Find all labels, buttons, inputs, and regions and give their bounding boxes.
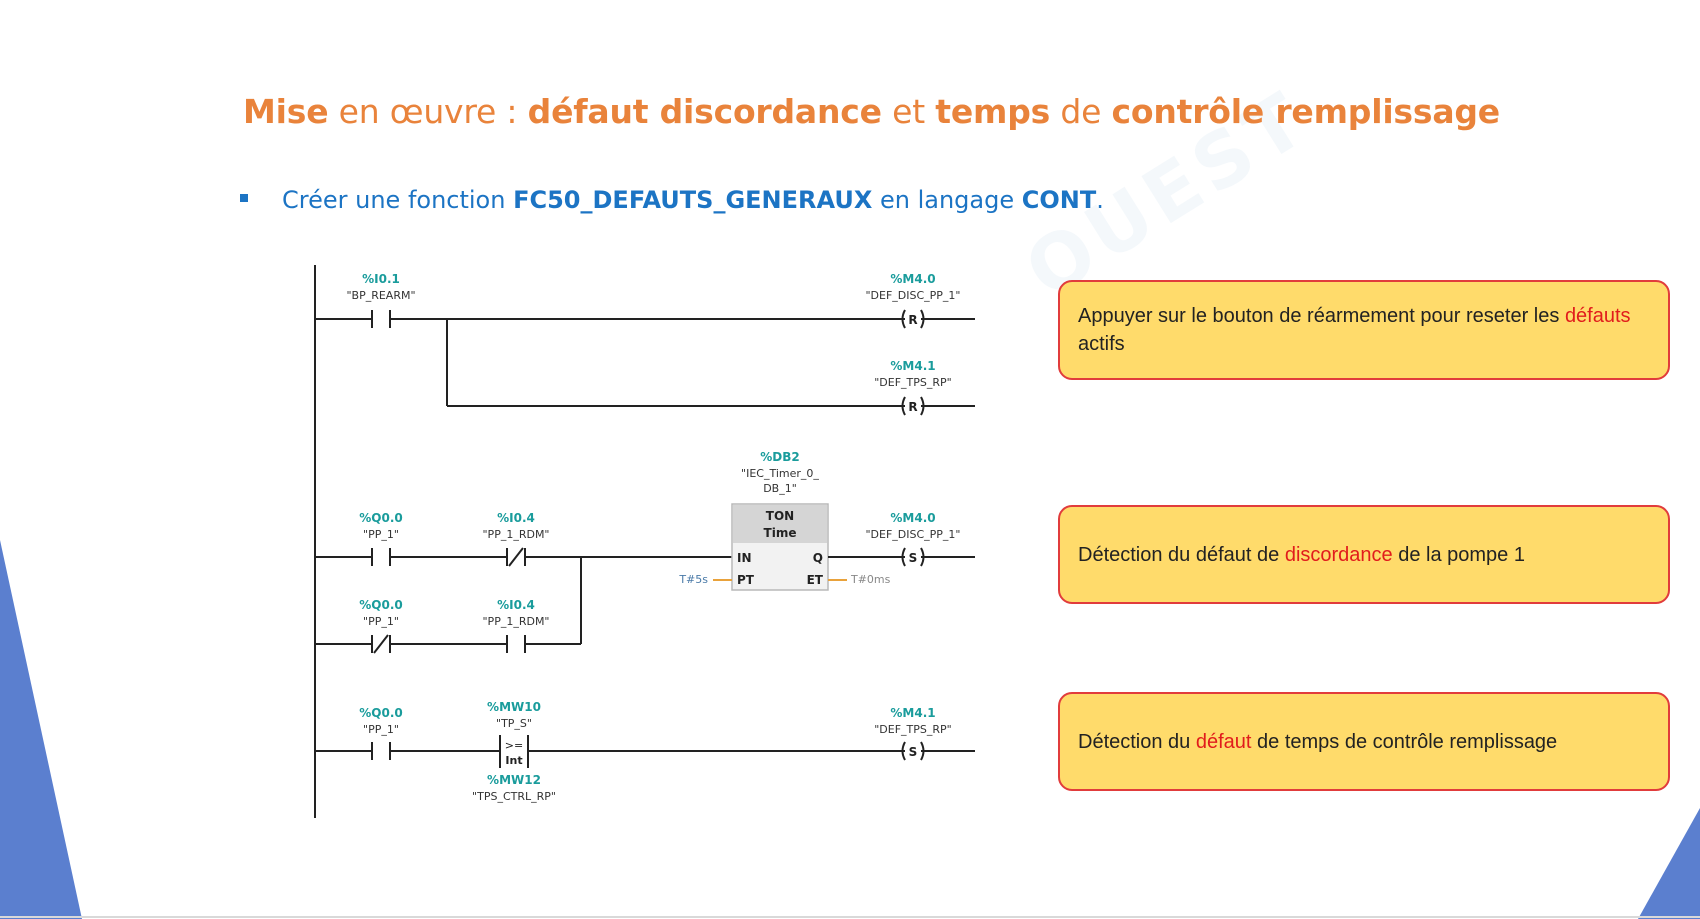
- timer-pin-et: ET: [807, 573, 824, 587]
- coil-reset-symbol: [901, 396, 906, 416]
- coil-set-symbol: [901, 547, 906, 567]
- title-part: temps: [935, 92, 1051, 131]
- network-3: %Q0.0 "PP_1" %MW10 "TP_S" >= Int %MW12 "…: [315, 700, 975, 803]
- instruction-bullet: Créer une fonction FC50_DEFAUTS_GENERAUX…: [240, 186, 1104, 214]
- contact-address: %Q0.0: [359, 706, 402, 720]
- coil-address: %M4.1: [890, 359, 935, 373]
- compare-data-type: Int: [505, 754, 522, 767]
- callout-text-post: de la pompe 1: [1392, 543, 1525, 566]
- network-2: %Q0.0 "PP_1" %I0.4 "PP_1_RDM" %Q0.0 "PP_…: [315, 450, 975, 654]
- coil-tag: "DEF_TPS_RP": [874, 723, 951, 736]
- bullet-marker: [240, 194, 248, 202]
- network-1: %I0.1 "BP_REARM" %M4.0 "DEF_DISC_PP_1" R…: [315, 272, 975, 416]
- timer-db-tag: DB_1": [763, 482, 797, 495]
- coil-address: %M4.0: [890, 511, 935, 525]
- callout-text-pre: Détection du défaut de: [1078, 543, 1285, 566]
- contact-tag: "PP_1": [363, 528, 399, 541]
- coil-type: S: [909, 745, 918, 759]
- compare-operand-address: %MW12: [487, 773, 541, 787]
- coil-tag: "DEF_TPS_RP": [874, 376, 951, 389]
- callout-reset: Appuyer sur le bouton de réarmement pour…: [1058, 280, 1670, 380]
- callout-text-post: de temps de contrôle remplissage: [1251, 730, 1558, 753]
- timer-elapsed-value: T#0ms: [850, 573, 891, 586]
- callout-text: Détection du défaut de discordance de la…: [1078, 541, 1525, 569]
- contact-address: %Q0.0: [359, 511, 402, 525]
- coil-reset-symbol: [901, 309, 906, 329]
- contact-address: %I0.4: [497, 511, 535, 525]
- callout-text-pre: Appuyer sur le bouton de réarmement pour…: [1078, 305, 1565, 327]
- contact-tag: "BP_REARM": [346, 289, 415, 302]
- timer-db-tag: "IEC_Timer_0_: [741, 467, 819, 480]
- callout-text: Appuyer sur le bouton de réarmement pour…: [1078, 302, 1650, 358]
- contact-tag: "PP_1_RDM": [483, 615, 550, 628]
- compare-operand-tag: "TP_S": [496, 717, 532, 730]
- callout-text: Détection du défaut de temps de contrôle…: [1078, 728, 1557, 756]
- contact-address: %Q0.0: [359, 598, 402, 612]
- timer-type: TON: [766, 509, 794, 523]
- callout-highlight: discordance: [1284, 543, 1393, 566]
- timer-pin-pt: PT: [737, 573, 755, 587]
- title-part: contrôle remplissage: [1111, 92, 1501, 131]
- title-part: Mise: [243, 92, 329, 131]
- callout-highlight: défaut: [1195, 730, 1252, 753]
- coil-type: S: [909, 551, 918, 565]
- timer-subtype: Time: [764, 526, 797, 540]
- compare-operand-tag: "TPS_CTRL_RP": [472, 790, 556, 803]
- contact-address: %I0.4: [497, 598, 535, 612]
- coil-address: %M4.1: [890, 706, 935, 720]
- callout-fill-time: Détection du défaut de temps de contrôle…: [1058, 692, 1670, 791]
- title-part: :: [506, 92, 528, 131]
- function-name: FC50_DEFAUTS_GENERAUX: [513, 186, 873, 214]
- title-part: de: [1050, 92, 1112, 131]
- contact-tag: "PP_1_RDM": [483, 528, 550, 541]
- coil-address: %M4.0: [890, 272, 935, 286]
- language-name: CONT: [1021, 186, 1097, 214]
- bullet-text-post: .: [1096, 186, 1104, 214]
- contact-tag: "PP_1": [363, 615, 399, 628]
- bullet-text-mid: en langage: [872, 186, 1022, 214]
- bullet-text-pre: Créer une fonction: [282, 186, 514, 214]
- callout-discordance: Détection du défaut de discordance de la…: [1058, 505, 1670, 604]
- title-part: en œuvre: [328, 92, 507, 131]
- right-corner-decoration: [1638, 808, 1700, 919]
- callout-text-post: actifs: [1078, 333, 1125, 355]
- compare-operand-address: %MW10: [487, 700, 541, 714]
- contact-tag: "PP_1": [363, 723, 399, 736]
- coil-type: R: [908, 313, 917, 327]
- timer-pin-q: Q: [813, 551, 823, 565]
- ladder-diagram: %I0.1 "BP_REARM" %M4.0 "DEF_DISC_PP_1" R…: [314, 265, 975, 818]
- title-part: défaut discordance: [527, 92, 882, 131]
- callout-text-pre: Détection du: [1078, 730, 1196, 753]
- timer-preset-value: T#5s: [678, 573, 708, 586]
- coil-tag: "DEF_DISC_PP_1": [865, 528, 960, 541]
- timer-db-address: %DB2: [760, 450, 799, 464]
- compare-operator: >=: [505, 739, 523, 752]
- contact-address: %I0.1: [362, 272, 400, 286]
- coil-tag: "DEF_DISC_PP_1": [865, 289, 960, 302]
- timer-pin-in: IN: [737, 551, 752, 565]
- coil-type: R: [908, 400, 917, 414]
- title-part: et: [881, 92, 936, 131]
- slide-title: Mise en œuvre : défaut discordance et te…: [243, 92, 1500, 131]
- callout-highlight: défauts: [1564, 305, 1631, 327]
- coil-set-symbol: [901, 741, 906, 761]
- left-corner-decoration: [0, 540, 82, 919]
